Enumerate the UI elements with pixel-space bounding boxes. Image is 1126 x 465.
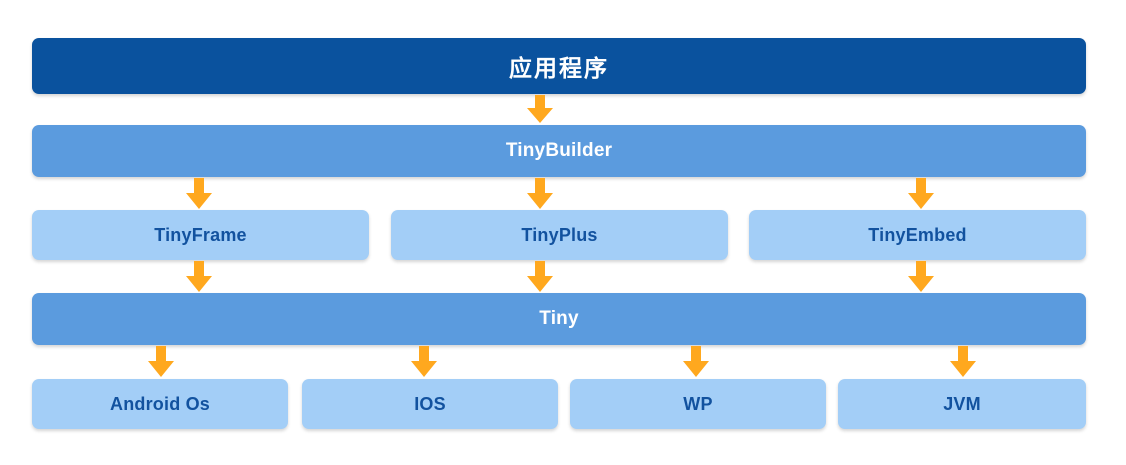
arrow-tiny-to-jvm [950,346,976,377]
node-tinyembed[interactable]: TinyEmbed [749,210,1086,260]
node-tiny-label: Tiny [539,308,579,329]
node-tinybuilder[interactable]: TinyBuilder [32,125,1086,177]
node-application[interactable]: 应用程序 [32,38,1086,94]
node-ios[interactable]: IOS [302,379,558,429]
arrow-application-to-builder [527,95,553,123]
node-application-label: 应用程序 [509,55,609,81]
node-wp[interactable]: WP [570,379,826,429]
arrow-tiny-to-ios [411,346,437,377]
node-tinyplus[interactable]: TinyPlus [391,210,728,260]
arrow-tinyframe-to-tiny [186,261,212,292]
node-jvm-label: JVM [943,393,981,414]
arrow-builder-to-tinyplus [527,178,553,209]
node-android-os-label: Android Os [110,393,210,414]
node-jvm[interactable]: JVM [838,379,1086,429]
node-tinyframe-label: TinyFrame [154,224,247,245]
arrow-builder-to-tinyframe [186,178,212,209]
node-tinyplus-label: TinyPlus [521,224,598,245]
node-tinybuilder-label: TinyBuilder [505,140,613,161]
arrow-tiny-to-android [148,346,174,377]
arrow-builder-to-tinyembed [908,178,934,209]
node-android-os[interactable]: Android Os [32,379,288,429]
node-tiny[interactable]: Tiny [32,293,1086,345]
arrow-tinyplus-to-tiny [527,261,553,292]
node-tinyembed-label: TinyEmbed [868,224,967,245]
arrow-tinyembed-to-tiny [908,261,934,292]
node-tinyframe[interactable]: TinyFrame [32,210,369,260]
node-wp-label: WP [683,393,713,414]
arrow-tiny-to-wp [683,346,709,377]
node-ios-label: IOS [414,393,446,414]
